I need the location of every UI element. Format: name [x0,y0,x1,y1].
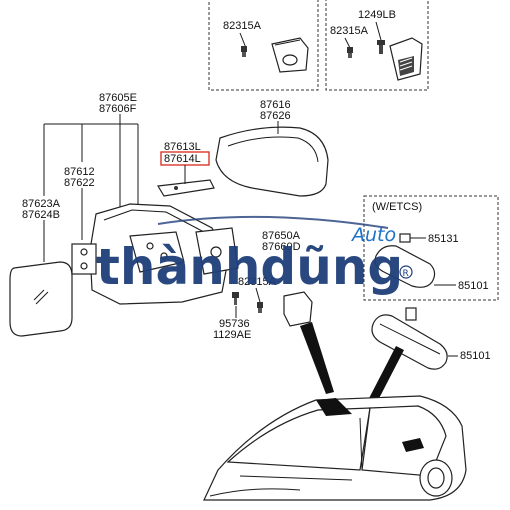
watermark-text: thànhdũng [96,238,403,296]
label-87624b: 87624B [22,209,60,221]
top-left-detail-box: 82315A [208,0,319,91]
label-85101-etcs: 85101 [458,280,489,292]
car-illustration [203,395,467,501]
watermark-auto: Auto [350,224,396,246]
screw-icon [347,47,353,58]
label-82315a-top-left: 82315A [223,20,262,32]
label-87614l: 87614L [164,153,201,165]
outer-mirror-callout: 87605E 87606F [43,92,139,210]
mirror-mount-icon [389,37,423,81]
label-1249lb: 1249LB [358,9,396,21]
turn-signal-lamp-part [157,179,215,197]
mirror-housing-part [71,203,229,305]
scalp-cover-part [215,126,329,197]
mirror-glass-part [9,261,73,337]
label-85101-inside: 85101 [460,350,491,362]
svg-text:R: R [403,269,409,279]
top-right-detail-box: 1249LB 82315A [325,0,429,91]
label-87623a: 87623A [22,198,61,210]
mirror-actuator-part [195,227,239,275]
label-85131: 85131 [428,233,459,245]
screw-icon [232,292,239,305]
label-87612: 87612 [64,166,95,178]
pointer-arrow [364,346,404,412]
inside-mirror-part [371,307,448,370]
label-87622: 87622 [64,177,95,189]
label-87650a: 87650A [262,230,301,242]
etcs-box-title: (W/ETCS) [372,201,422,213]
label-1129ae: 1129AE [213,329,251,341]
mirror-base-part [283,291,313,327]
clip-icon [399,233,411,243]
watermark: Auto thànhdũng R [96,215,413,296]
label-87613l: 87613L [164,141,201,153]
registered-icon: R [399,265,413,279]
mirror-base-icon [271,37,309,73]
label-87626: 87626 [260,110,291,122]
label-87660d: 87660D [262,241,301,253]
label-87616: 87616 [260,99,291,111]
bolt-icon [377,40,385,54]
screw-icon [257,302,263,313]
label-82315a-top-right: 82315A [330,25,369,37]
label-82315a-mid: 82315A [238,276,277,288]
screw-icon [241,46,247,57]
pointer-arrow [300,322,334,394]
label-87606f: 87606F [99,103,137,115]
label-87605e: 87605E [99,92,137,104]
label-95736: 95736 [219,318,250,330]
